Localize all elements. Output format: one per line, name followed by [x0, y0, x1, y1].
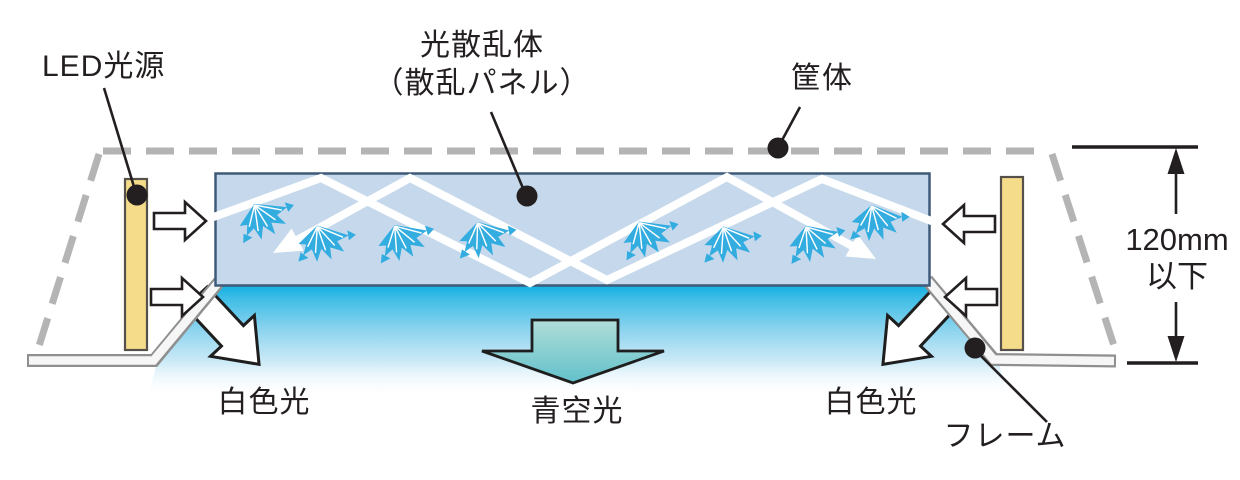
white-light-label-left: 白色光 — [217, 386, 311, 419]
label-leader-dot — [964, 337, 986, 359]
blue-sky-light-label: 青空光 — [530, 395, 624, 428]
frame-strip-right — [922, 275, 1117, 368]
housing-label: 筐体 — [791, 62, 853, 95]
blue-sky-arrow — [481, 318, 665, 385]
dimension-arrowheads — [1167, 148, 1185, 362]
frame-label: フレーム — [943, 420, 1067, 453]
label-leader-lines — [102, 87, 1048, 423]
led-bar-left — [123, 177, 149, 352]
scatterer-label: 光散乱体 （散乱パネル） — [374, 27, 591, 103]
led-emission-arrow — [152, 199, 208, 243]
white-light-label-right: 白色光 — [824, 386, 918, 419]
white-light-arrow-right — [881, 284, 959, 367]
label-leader-dot — [767, 137, 789, 159]
led-bar-right — [999, 175, 1025, 352]
label-leader-dot — [516, 185, 538, 207]
led-emission-arrow — [943, 275, 999, 319]
label-leader-dots — [126, 137, 986, 359]
led-source-label: LED光源 — [42, 50, 166, 83]
scatterer-label-line2: （散乱パネル） — [373, 67, 591, 100]
ray-arrowhead — [273, 228, 876, 259]
led-emission-arrow — [941, 202, 997, 246]
scatterer-label-line1: 光散乱体 — [420, 29, 544, 62]
led-emission-arrow — [149, 275, 205, 319]
housing-dashed-outline — [35, 147, 1118, 348]
frame-strip-left — [27, 277, 225, 367]
light-ray-zigzag — [206, 172, 936, 288]
dimension-value: 120mm — [1125, 222, 1229, 257]
dimension-qualifier: 以下 — [1146, 259, 1208, 294]
dimension-label: 120mm 以下 — [1125, 221, 1228, 295]
label-leader-dot — [126, 184, 148, 206]
